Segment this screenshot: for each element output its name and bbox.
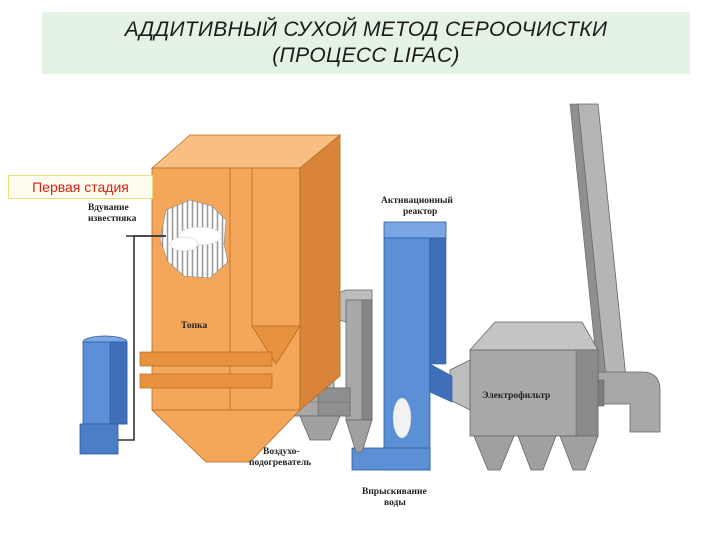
title-line-2: (ПРОЦЕСС LIFAC) xyxy=(272,44,460,67)
air-preheater-label: Воздухо- подогреватель xyxy=(249,447,311,469)
water-injection-line2: воды xyxy=(384,498,406,508)
precipitator-label: Электрофильтр xyxy=(482,391,551,401)
reactor-label-line2: реактор xyxy=(403,207,438,217)
air-preheater-line1: Воздухо- xyxy=(263,447,300,457)
title-banner: АДДИТИВНЫЙ СУХОЙ МЕТОД СЕРООЧИСТКИ (ПРОЦ… xyxy=(42,12,690,74)
electrostatic-precipitator xyxy=(449,321,599,471)
first-stage-label: Первая стадия xyxy=(8,175,153,199)
limestone-injection-line2: известняка xyxy=(88,214,137,224)
water-injection-line1: Впрыскивание xyxy=(362,487,427,497)
activation-reactor xyxy=(351,221,453,471)
water-injection-label: Впрыскивание воды xyxy=(362,487,427,509)
outlet-duct xyxy=(591,371,661,433)
reactor-label-line1: Активационный xyxy=(381,196,453,206)
furnace-label: Топка xyxy=(181,321,208,331)
title-line-1: АДДИТИВНЫЙ СУХОЙ МЕТОД СЕРООЧИСТКИ xyxy=(124,18,608,41)
reactor-label: Активационный реактор xyxy=(381,196,453,218)
air-preheater-line2: подогреватель xyxy=(249,458,312,468)
furnace-boiler xyxy=(139,134,342,463)
limestone-injection-line1: Вдувание xyxy=(88,203,129,213)
limestone-silo xyxy=(79,235,166,455)
limestone-injection-label: Вдувание известняка xyxy=(88,203,136,225)
